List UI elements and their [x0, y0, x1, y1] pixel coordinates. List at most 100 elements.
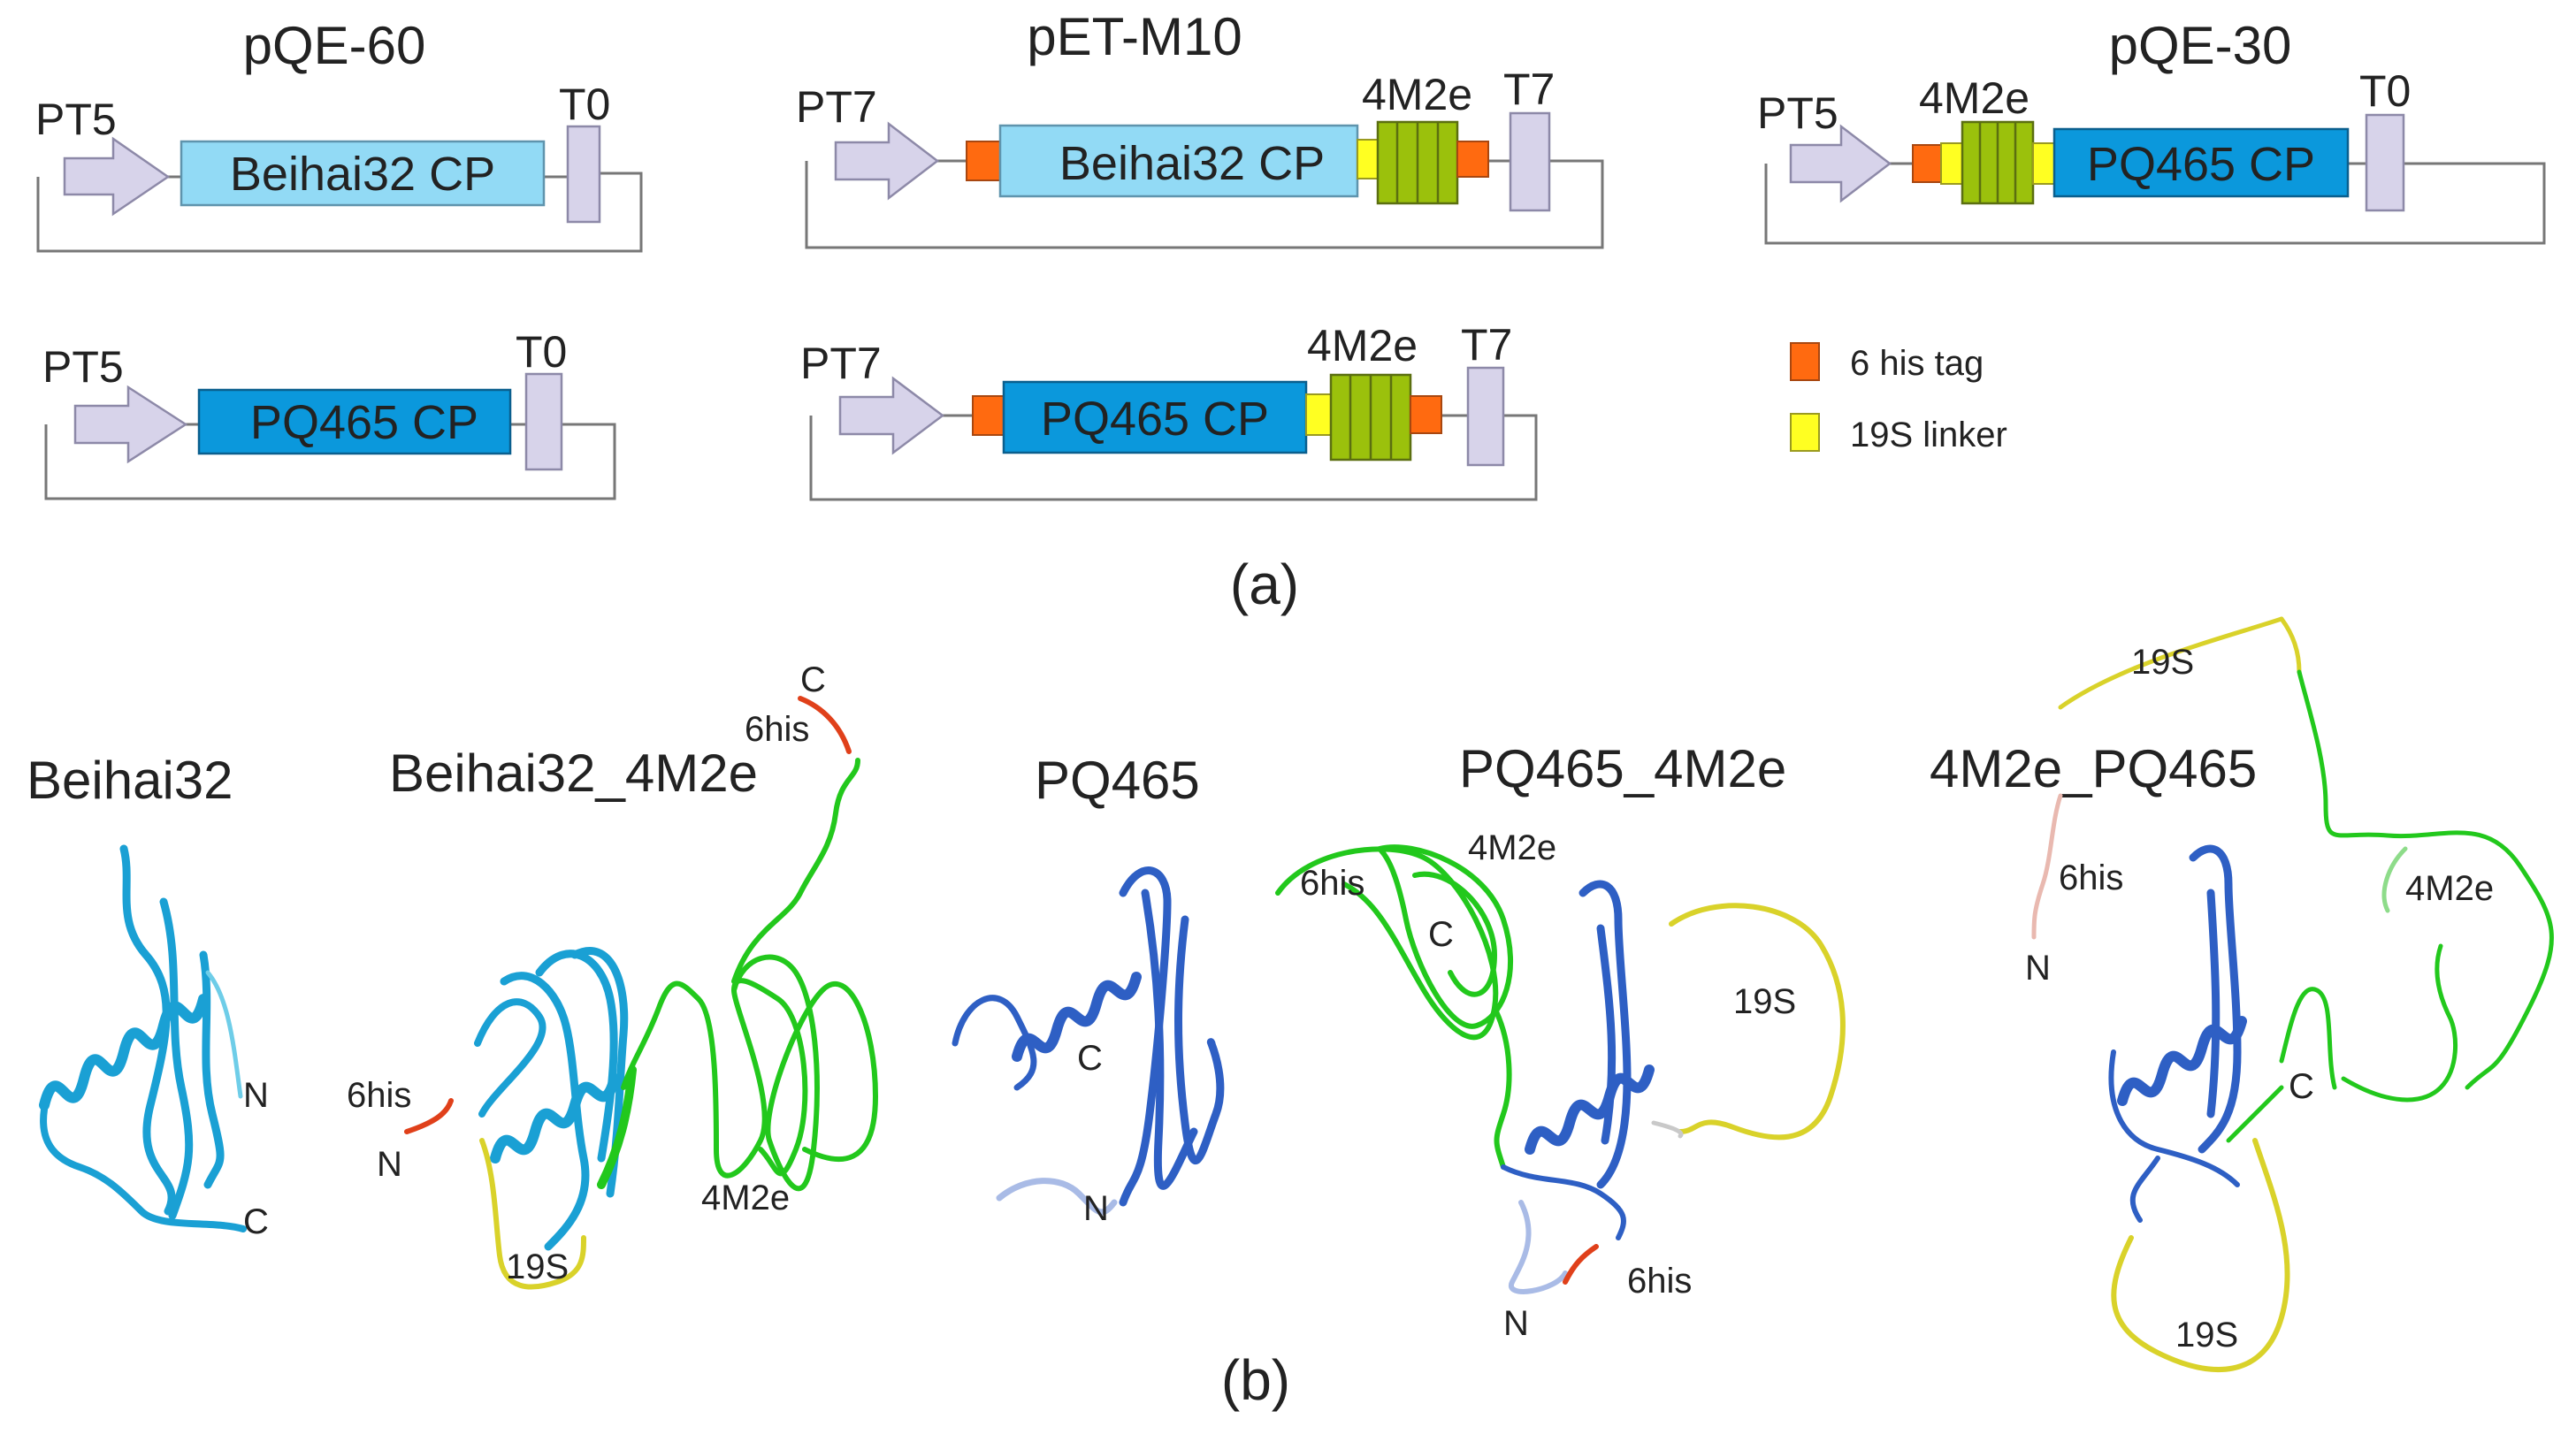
structure-pq465: [952, 866, 1225, 1216]
structure-title: Beihai32: [27, 751, 233, 810]
insert-label: 4M2e: [1307, 321, 1418, 370]
terminator-label: T0: [559, 80, 610, 129]
plasmid-backbone: [44, 423, 616, 500]
gene-label: PQ465 CP: [2087, 138, 2315, 191]
linker-block: [1305, 393, 1332, 436]
c-terminus-label: C: [1428, 915, 1454, 954]
structure-title: 4M2e_PQ465: [1930, 739, 2257, 798]
his-tag-block: [972, 395, 1005, 436]
panel-a: pQE-60 PT5 Beihai32 CP T0 PT5 PQ465 CP T…: [35, 7, 2546, 616]
terminator-block: [1509, 111, 1551, 212]
construct-pqe60-pq465: PT5 PQ465 CP T0: [42, 327, 616, 500]
his-tag-block: [966, 141, 1001, 181]
promoter-label: PT7: [800, 339, 882, 388]
his-tag-label: 6his: [745, 710, 809, 749]
n-terminus-label: N: [377, 1145, 402, 1184]
construct-title-petm10: pET-M10: [1027, 7, 1242, 66]
plasmid-backbone: [1764, 162, 2546, 245]
structure-title: PQ465: [1035, 751, 1200, 810]
legend-swatch: [1790, 413, 1820, 452]
c-terminus-label: C: [2289, 1067, 2314, 1106]
gene-block-beihai32-cp: [180, 140, 546, 207]
terminator-label: T0: [516, 327, 567, 377]
structure-beihai32-4m2e: [404, 696, 878, 1290]
promoter-label: PT5: [1757, 88, 1838, 138]
gene-block-pq465-cp: [1002, 380, 1308, 454]
his-tag-block: [1456, 141, 1489, 178]
panel-a-label: (a): [1230, 553, 1299, 616]
n-terminus-label: N: [1083, 1189, 1109, 1228]
m2e-block: [1329, 373, 1412, 462]
structure-beihai32: [39, 844, 247, 1232]
legend-item-linker: 19S linker: [1790, 413, 2007, 454]
promoter-label: PT5: [35, 95, 117, 144]
structure-pq465-4m2e: [1275, 844, 1846, 1294]
promoter-label: PT5: [42, 342, 124, 392]
terminator-block: [524, 372, 563, 471]
linker-block: [1357, 139, 1379, 179]
m2e-block: [1961, 120, 2035, 205]
n-terminus-label: N: [1503, 1304, 1529, 1343]
promoter-arrow: [834, 121, 940, 201]
terminator-label: T7: [1461, 320, 1512, 370]
his-tag-label: 6his: [1300, 864, 1364, 903]
c-terminus-label: C: [243, 1202, 269, 1241]
plasmid-backbone: [36, 172, 643, 253]
gene-block-beihai32-cp: [998, 124, 1359, 198]
legend: 6 his tag 19S linker: [1790, 342, 2007, 454]
c-terminus-label: C: [800, 660, 826, 699]
n-terminus-label: N: [243, 1076, 269, 1115]
linker-block: [1940, 142, 1963, 185]
insert-label: 4M2e: [1919, 73, 2029, 123]
promoter-arrow: [63, 136, 171, 217]
m2e-block: [1376, 120, 1459, 205]
gene-label: PQ465 CP: [250, 396, 478, 449]
structure-4m2e-pq465: [2031, 616, 2554, 1373]
construct-petm10-beihai32: PT7 Beihai32 CP 4M2e T7: [796, 65, 1604, 249]
legend-item-his-tag: 6 his tag: [1790, 342, 1984, 383]
linker-block: [2032, 142, 2055, 185]
construct-pqe30-pq465: PT5 4M2e PQ465 CP T0: [1757, 66, 2546, 245]
legend-label: 6 his tag: [1850, 344, 1984, 383]
gene-block-pq465-cp: [197, 388, 512, 455]
promoter-arrow: [73, 385, 188, 464]
plasmid-backbone: [805, 159, 1604, 249]
terminator-block: [2365, 113, 2405, 212]
construct-title-pqe30: pQE-30: [2109, 16, 2292, 75]
structure-title: PQ465_4M2e: [1459, 739, 1786, 798]
m2e-label: 4M2e: [701, 1179, 790, 1217]
insert-label: 4M2e: [1362, 70, 1472, 119]
promoter-label: PT7: [796, 82, 877, 132]
m2e-label: 4M2e: [1468, 828, 1556, 867]
terminator-block: [1466, 366, 1505, 467]
gene-label: Beihai32 CP: [1059, 137, 1325, 190]
gene-block-pq465-cp: [2052, 127, 2350, 198]
gene-label: Beihai32 CP: [230, 148, 495, 201]
plasmid-backbone: [809, 414, 1538, 501]
c-terminus-label: C: [1077, 1039, 1103, 1078]
construct-title-pqe60: pQE-60: [243, 16, 426, 75]
construct-pqe60-beihai32: PT5 Beihai32 CP T0: [35, 80, 643, 253]
structure-title: Beihai32_4M2e: [389, 744, 758, 803]
linker-label: 19S: [1733, 982, 1796, 1021]
m2e-label: 4M2e: [2405, 869, 2494, 908]
construct-petm10-pq465: PT7 PQ465 CP 4M2e T7: [800, 320, 1538, 501]
n-terminus-label: N: [2025, 949, 2051, 988]
terminator-label: T0: [2359, 66, 2411, 116]
his-tag-label: 6his: [1627, 1262, 1692, 1301]
linker-label: 19S: [2131, 643, 2194, 682]
promoter-arrow: [838, 376, 945, 455]
terminator-block: [566, 125, 601, 224]
his-tag-label: 6his: [2059, 858, 2123, 897]
terminator-label: T7: [1503, 65, 1555, 114]
his-tag-block: [1912, 144, 1942, 183]
his-tag-block: [1410, 395, 1442, 434]
legend-label: 19S linker: [1850, 416, 2007, 454]
legend-swatch: [1790, 342, 1820, 381]
linker-label: 19S: [506, 1247, 569, 1286]
linker-label: 19S: [2175, 1316, 2238, 1354]
promoter-arrow: [1789, 124, 1892, 203]
panel-b: Beihai32 N C Beihai32_4M2e C: [27, 616, 2554, 1412]
gene-label: PQ465 CP: [1041, 393, 1269, 446]
